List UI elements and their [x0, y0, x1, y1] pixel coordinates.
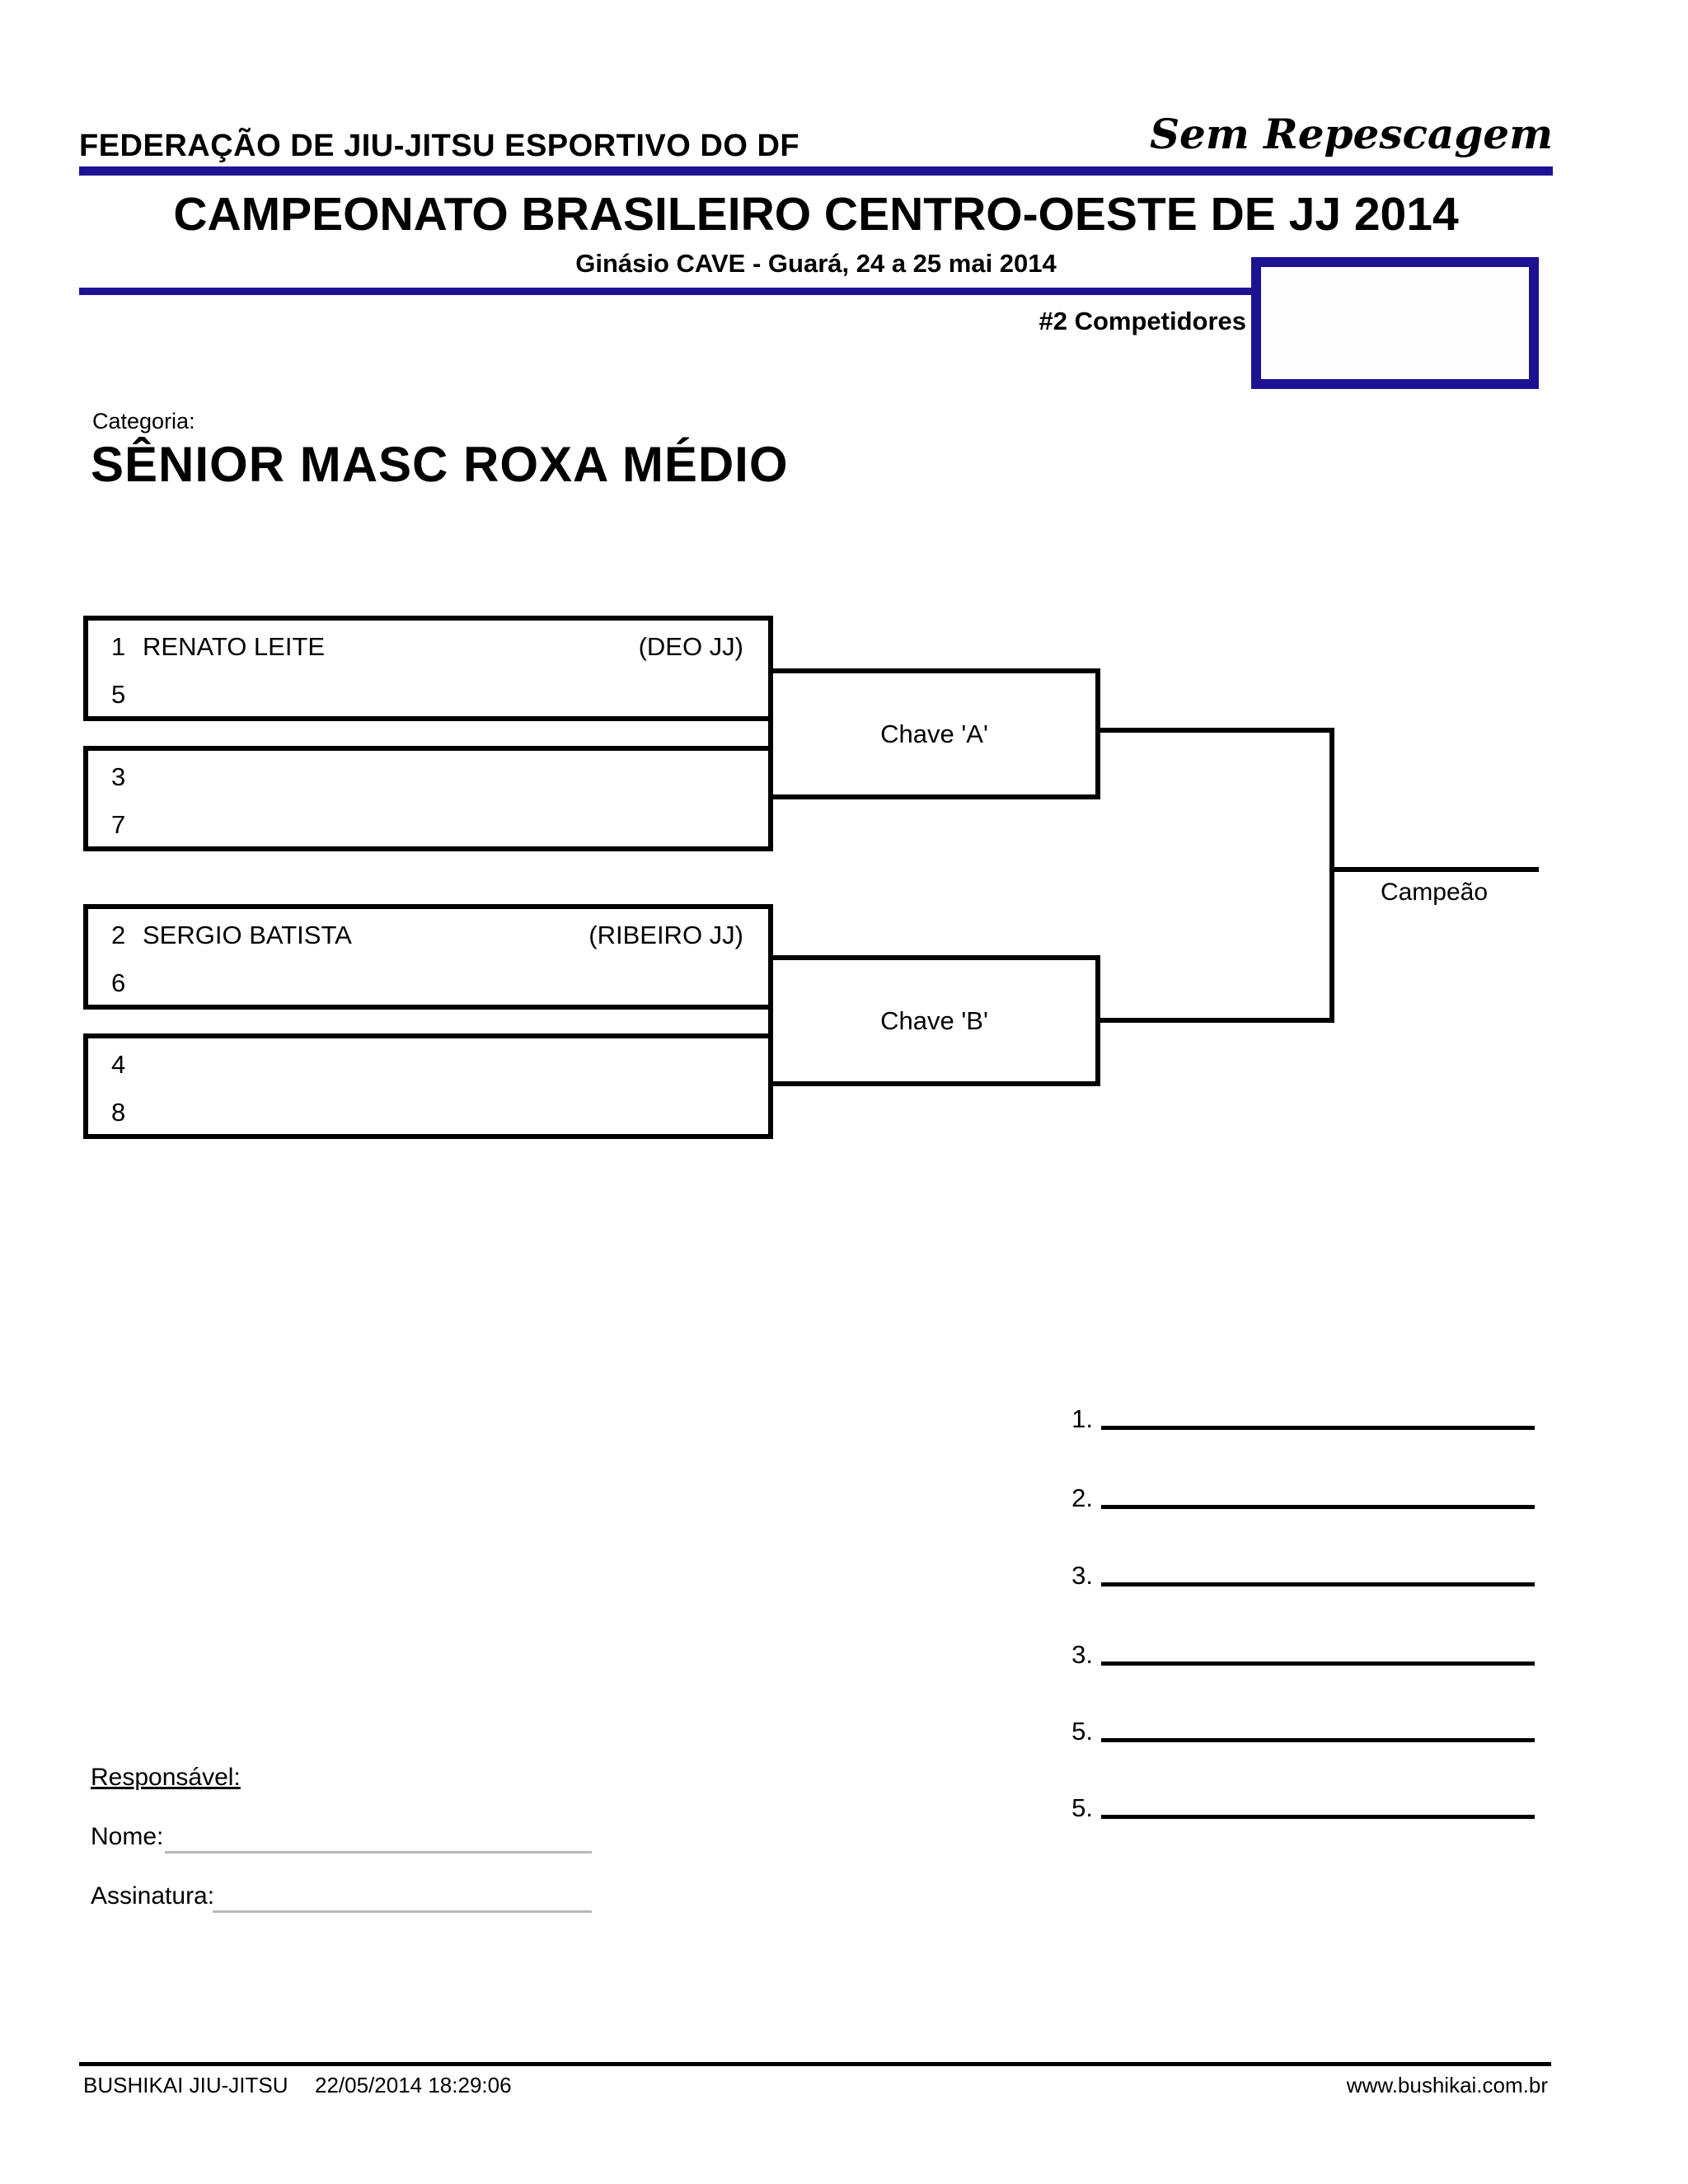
final-vertical-line	[1329, 728, 1334, 1023]
signature-blank-line	[213, 1910, 592, 1913]
bracket-slot-box-4: 4 8	[83, 1033, 773, 1139]
responsible-label: Responsável:	[91, 1764, 241, 1791]
venue-date-subtitle: Ginásio CAVE - Guará, 24 a 25 mai 2014	[575, 249, 1057, 278]
placement-blank-line	[1101, 1582, 1535, 1586]
placement-blank-line	[1101, 1815, 1535, 1819]
bracket-b-label: Chave 'B'	[880, 1006, 988, 1035]
category-label: Categoria:	[92, 409, 195, 434]
competitor-club: (RIBEIRO JJ)	[588, 921, 743, 949]
header-rule	[79, 166, 1553, 176]
bracket-b-box: Chave 'B'	[768, 955, 1100, 1086]
bracket-a-label: Chave 'A'	[880, 719, 988, 748]
competitor-seed: 2	[111, 921, 126, 949]
placement-blank-line	[1101, 1738, 1535, 1742]
champion-line	[1329, 867, 1539, 872]
competitor-seed: 3	[111, 762, 126, 791]
placement-number: 1.	[1071, 1404, 1093, 1433]
competitor-seed: 4	[111, 1050, 126, 1079]
competitor-row: 4	[111, 1052, 126, 1077]
competitor-seed-secondary: 8	[111, 1098, 126, 1127]
placement-blank-line	[1101, 1661, 1535, 1666]
placement-number: 5.	[1071, 1793, 1093, 1822]
placement-number: 2.	[1071, 1483, 1093, 1512]
competitor-seed-secondary: 7	[111, 810, 126, 839]
federation-name: FEDERAÇÃO DE JIU-JITSU ESPORTIVO DO DF	[79, 129, 800, 163]
competitor-seed: 1	[111, 632, 126, 661]
subtitle-rule	[79, 288, 1251, 295]
placement-row-4: 3.	[1022, 1642, 1535, 1667]
footer-website: www.bushikai.com.br	[1346, 2073, 1548, 2097]
placement-row-1: 1.	[1022, 1406, 1535, 1432]
placement-blank-line	[1101, 1505, 1535, 1509]
placement-number: 3.	[1071, 1640, 1093, 1669]
competitor-row: 1 RENATO LEITE	[111, 634, 325, 659]
bracket-slot-box-1: 1 RENATO LEITE (DEO JJ) 5	[83, 616, 773, 721]
placement-row-5: 5.	[1022, 1718, 1535, 1744]
bracket-slot-box-2: 3 7	[83, 746, 773, 851]
placement-row-6: 5.	[1022, 1795, 1535, 1821]
champion-label: Campeão	[1380, 879, 1489, 906]
footer-rule	[79, 2062, 1551, 2066]
competitor-club: (DEO JJ)	[638, 632, 743, 661]
connector-b-line	[1100, 1018, 1334, 1023]
bracket-a-box: Chave 'A'	[768, 668, 1100, 799]
footer-organization: BUSHIKAI JIU-JITSU	[83, 2073, 288, 2097]
competitor-seed-secondary: 5	[111, 680, 126, 709]
name-blank-line	[165, 1851, 592, 1854]
placement-number: 5.	[1071, 1717, 1093, 1746]
bracket-slot-box-3: 2 SERGIO BATISTA (RIBEIRO JJ) 6	[83, 904, 773, 1010]
competitor-row: 3	[111, 764, 126, 790]
name-label: Nome:	[91, 1823, 164, 1850]
competitor-name: SERGIO BATISTA	[143, 921, 352, 949]
signature-label: Assinatura:	[91, 1882, 215, 1910]
category-name: SÊNIOR MASC ROXA MÉDIO	[91, 437, 789, 492]
placement-row-2: 2.	[1022, 1485, 1535, 1511]
competitor-seed-secondary: 6	[111, 968, 126, 997]
championship-title: CAMPEONATO BRASILEIRO CENTRO-OESTE DE JJ…	[173, 188, 1459, 241]
no-repechage-note: Sem Repescagem	[1149, 110, 1553, 158]
competitor-row: 2 SERGIO BATISTA	[111, 922, 352, 948]
connector-a-line	[1100, 728, 1334, 733]
placement-row-3: 3.	[1022, 1563, 1535, 1588]
placement-blank-line	[1101, 1426, 1535, 1430]
competitor-name: RENATO LEITE	[143, 632, 326, 661]
placement-number: 3.	[1071, 1561, 1093, 1590]
footer-timestamp: 22/05/2014 18:29:06	[315, 2073, 512, 2097]
result-entry-box	[1251, 257, 1539, 389]
competitors-count-label: #2 Competidores	[1039, 307, 1246, 335]
